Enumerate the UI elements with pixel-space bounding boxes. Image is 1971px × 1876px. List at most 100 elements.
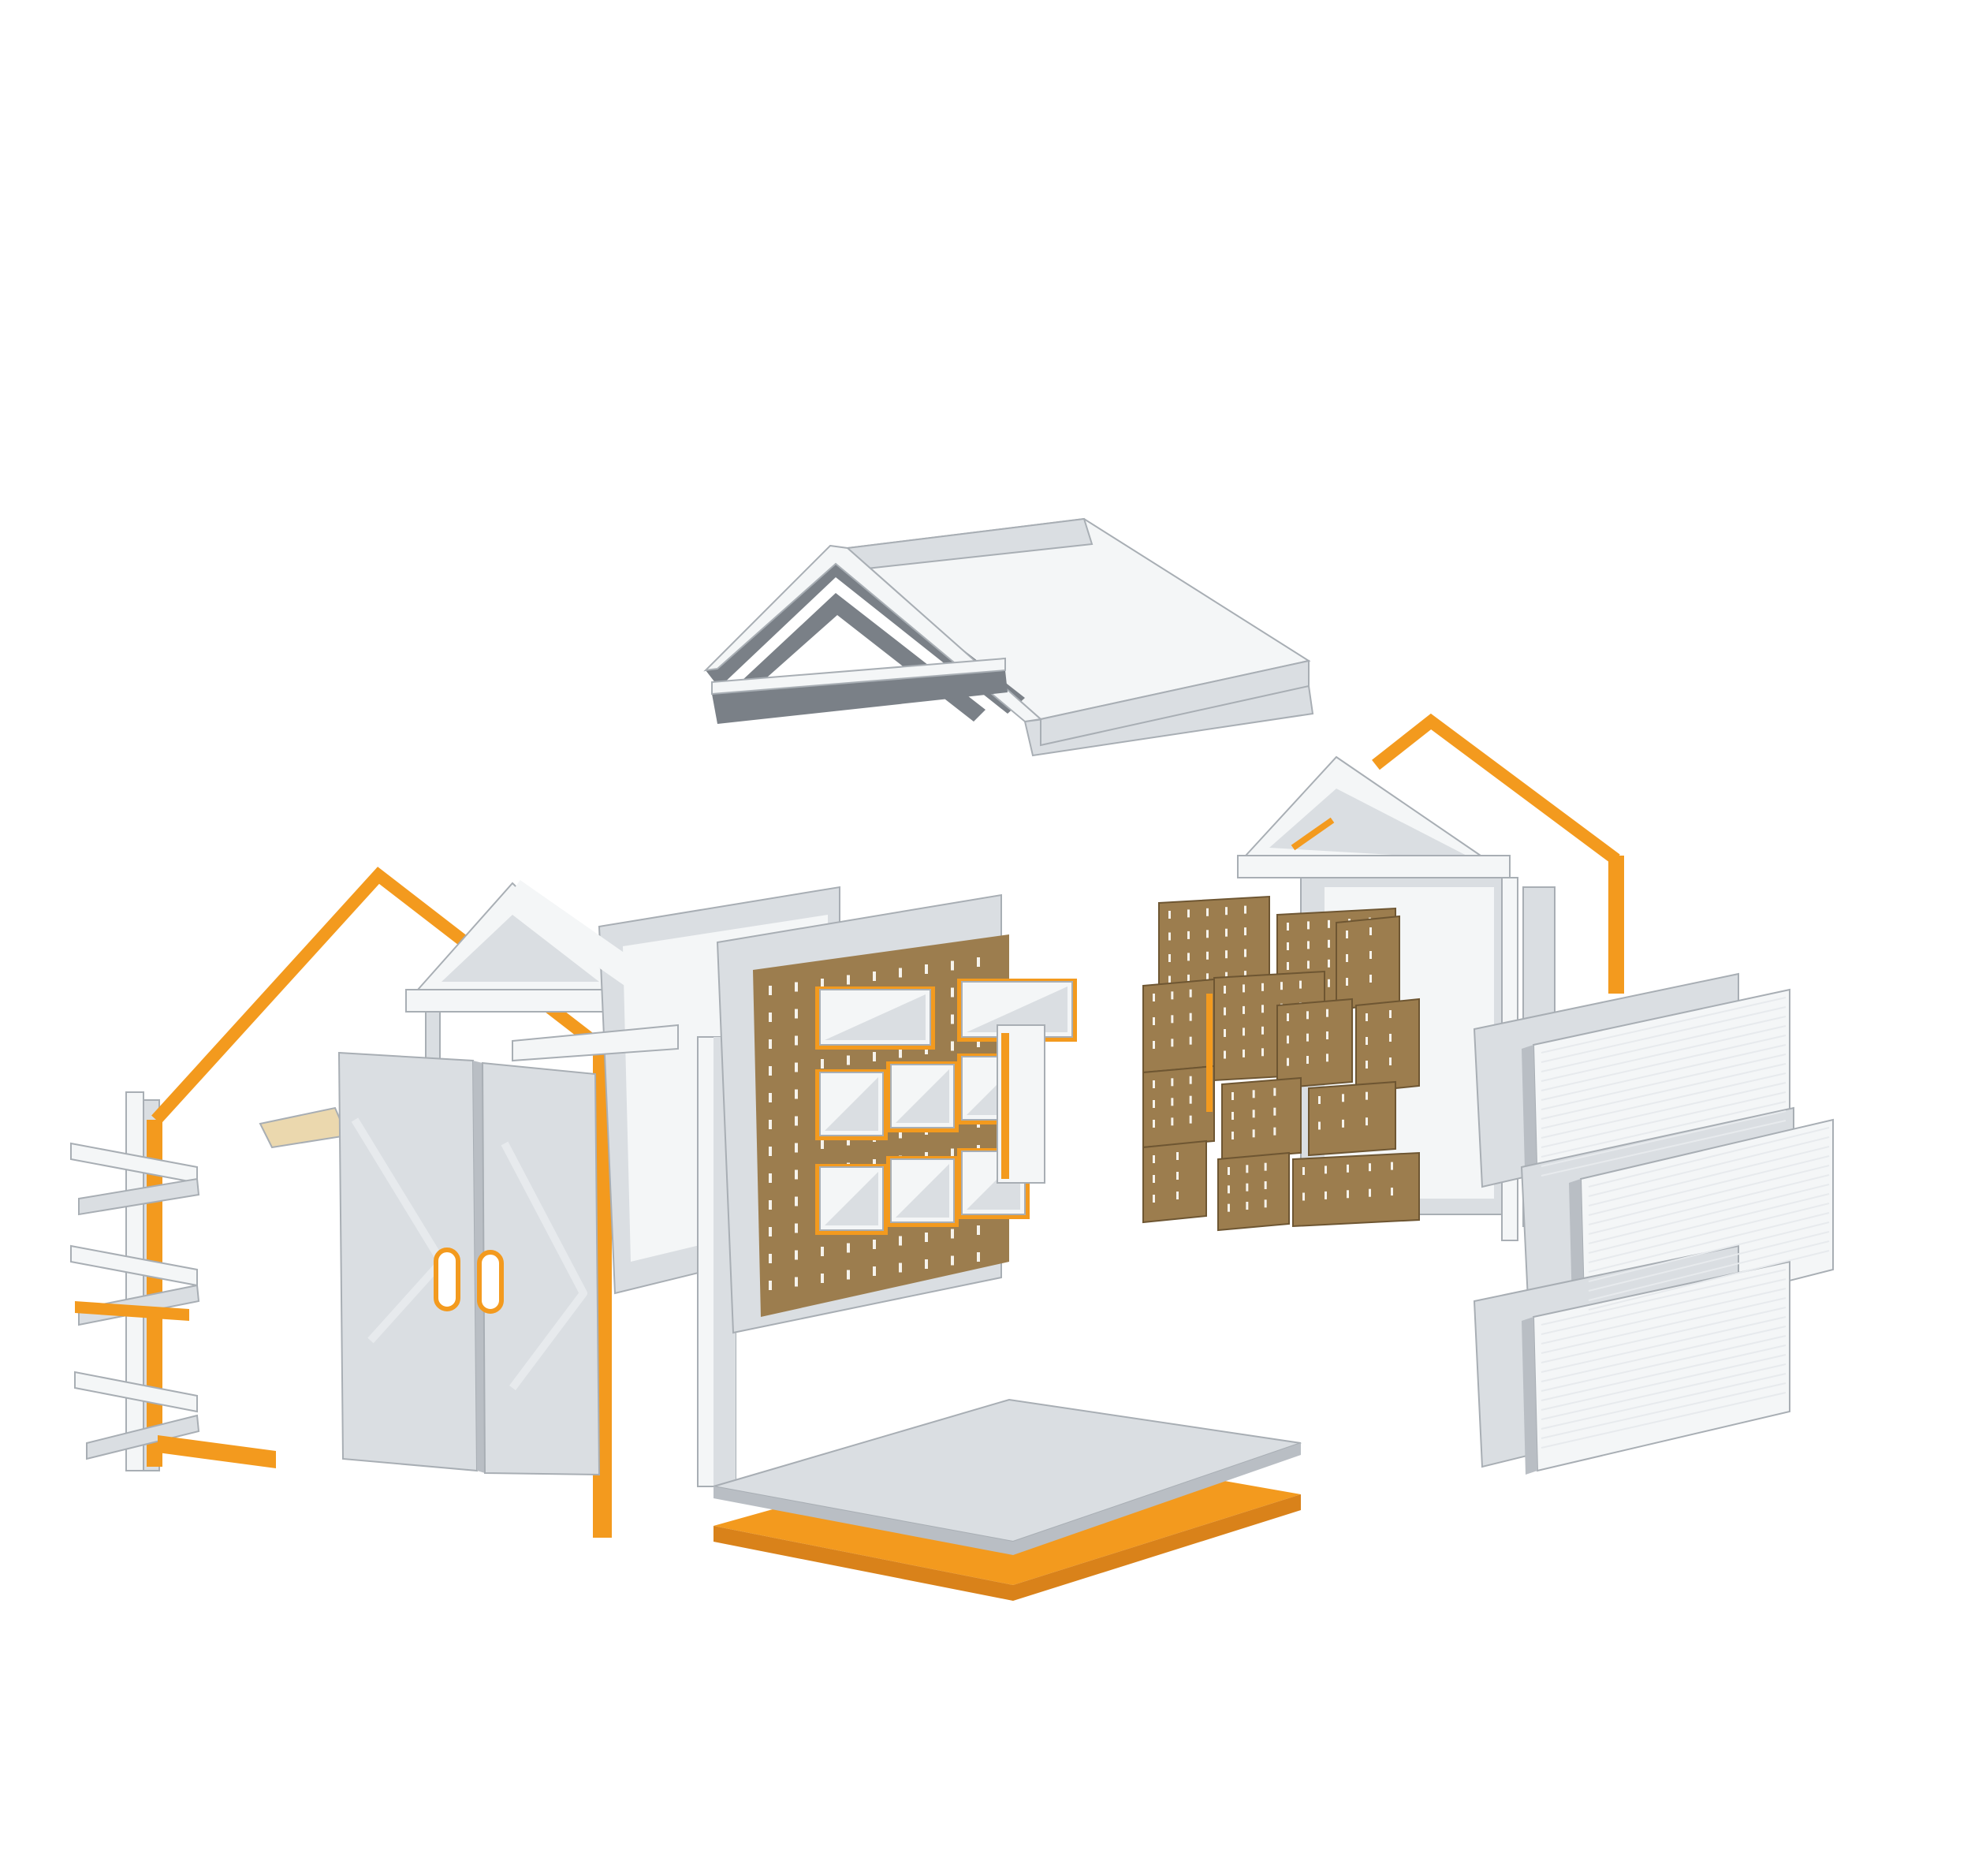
- pegboard-hole: [1307, 960, 1310, 969]
- pegboard-hole: [1264, 1162, 1267, 1171]
- pegboard-hole: [1325, 1166, 1327, 1174]
- pegboard-hole: [1189, 1095, 1192, 1104]
- side-panel-stripe: [1588, 1155, 1830, 1216]
- pegboard-hole: [1328, 939, 1330, 948]
- pegboard-hole: [1224, 1050, 1226, 1059]
- roof-slab-edge: [1040, 659, 1310, 747]
- roof-bottom-chord-top: [711, 657, 1006, 696]
- pegboard-hole: [1306, 1033, 1309, 1042]
- pegboard-hole: [1246, 1165, 1249, 1173]
- pegboard-hole: [1366, 1117, 1368, 1126]
- pegboard-hole: [1243, 1049, 1245, 1057]
- pegboard-hole: [1153, 1100, 1155, 1108]
- side-panel-stripe: [1541, 1006, 1787, 1063]
- side-panel-stripe: [1541, 1316, 1787, 1373]
- pegboard-hole: [1273, 1087, 1276, 1096]
- pegboard-hole: [1273, 1107, 1276, 1116]
- shelf-brace-6: [86, 1414, 200, 1460]
- door-right-reflection: [501, 1141, 587, 1390]
- pegboard-hole: [1244, 971, 1246, 979]
- side-panel-stripe: [1541, 1072, 1787, 1129]
- pegboard-hole: [1273, 1127, 1276, 1136]
- pegboard-hole: [1366, 1013, 1368, 1021]
- pegboard-hole: [1306, 1011, 1309, 1020]
- left-gable-end-wall: [259, 882, 635, 1149]
- center-post-rafter: [505, 880, 729, 1048]
- shelf-post-left: [125, 1091, 144, 1471]
- pegboard-hole: [795, 1143, 798, 1153]
- pegboard-tile: [1308, 1080, 1396, 1157]
- pegboard-tile-board: [1221, 1076, 1302, 1161]
- pegboard-hole: [1189, 1115, 1192, 1124]
- pegboard-hole: [821, 979, 824, 988]
- pegboard-hole: [795, 982, 798, 992]
- roof-bottom-chord: [712, 670, 1008, 724]
- pegboard-hole: [1225, 907, 1228, 916]
- pegboard-hole: [1369, 951, 1372, 959]
- pegboard-hole: [1189, 989, 1192, 998]
- pegboard-hole: [1171, 1078, 1174, 1087]
- storage-bin-icon: [886, 1061, 959, 1132]
- pegboard-hole: [1171, 1117, 1174, 1126]
- pegboard-hole: [1347, 1164, 1349, 1173]
- pegboard-tile-board: [1142, 978, 1215, 1074]
- side-panel-stripe: [1588, 1174, 1830, 1235]
- pegboard-tile: [1142, 1065, 1215, 1149]
- pegboard-hole: [769, 1227, 772, 1236]
- pegboard-hole: [1225, 928, 1228, 937]
- side-panel-stripe: [1588, 1127, 1830, 1188]
- pegboard-hole: [899, 968, 902, 978]
- pegboard-hole: [1224, 1007, 1226, 1016]
- pegboard-hole: [1366, 1037, 1368, 1045]
- pegboard-hole: [1171, 1015, 1174, 1024]
- pegboard-hole: [1346, 978, 1348, 986]
- pegboard-hole: [1176, 1192, 1179, 1199]
- pegboard-hole: [951, 1148, 954, 1158]
- pegboard-hole: [1391, 1188, 1393, 1196]
- pegboard-hole: [769, 1013, 772, 1022]
- pegboard-hole: [1342, 1094, 1344, 1102]
- pegboard-hole: [769, 986, 772, 995]
- pegboard-hole: [1153, 1080, 1155, 1088]
- pegboard-hole: [795, 1116, 798, 1126]
- side-panel-stripe: [1541, 1044, 1787, 1101]
- side-panel-stripe: [1588, 1212, 1830, 1273]
- pegboard-hole: [1153, 1175, 1155, 1183]
- side-panel-stripe: [1541, 1025, 1787, 1082]
- pegboard-hole: [1187, 931, 1190, 939]
- shelf-orange-foot: [158, 1435, 276, 1468]
- side-panel-stripe: [1541, 997, 1787, 1054]
- pegboard-hole: [1347, 1190, 1349, 1199]
- side-panel-stripe: [1541, 1288, 1787, 1345]
- pegboard-hole: [1252, 1110, 1255, 1118]
- pegboard-hole: [847, 1136, 850, 1146]
- side-panel-stripe: [1541, 1382, 1787, 1439]
- pegboard-hole: [1206, 930, 1209, 938]
- pegboard-hole: [1389, 1010, 1392, 1018]
- pegboard-hole: [1302, 1167, 1305, 1175]
- pegboard-hole: [873, 1266, 876, 1276]
- side-panel-stripe: [1588, 1184, 1830, 1244]
- pegboard-tile: [1142, 978, 1215, 1074]
- pegboard-hole: [1189, 1036, 1192, 1045]
- storage-bin-icon: [815, 986, 935, 1050]
- pegboard-hole: [1225, 972, 1228, 980]
- pegboard-hole: [1171, 1098, 1174, 1106]
- pegboard-hole: [1369, 1188, 1371, 1197]
- pegboard-hole: [1391, 1162, 1393, 1170]
- pegboard-hole: [1187, 974, 1190, 983]
- pegboard-hole: [977, 1225, 980, 1235]
- side-panel-stripe: [1541, 1082, 1787, 1139]
- right-orange-frame-inner: [1291, 817, 1335, 851]
- pegboard-hole: [1261, 1048, 1264, 1057]
- pegboard-tile-board: [1142, 1065, 1215, 1149]
- plywood-shelf: [259, 1106, 348, 1149]
- pegboard-hole: [847, 1243, 850, 1253]
- pegboard-hole: [977, 957, 980, 967]
- side-panel-stripe: [1541, 1091, 1787, 1148]
- side-panel-stripe: [1541, 1307, 1787, 1363]
- pegboard-hole: [769, 1039, 772, 1049]
- pegboard-hole: [795, 1009, 798, 1019]
- right-orange-frame-post: [1608, 856, 1624, 994]
